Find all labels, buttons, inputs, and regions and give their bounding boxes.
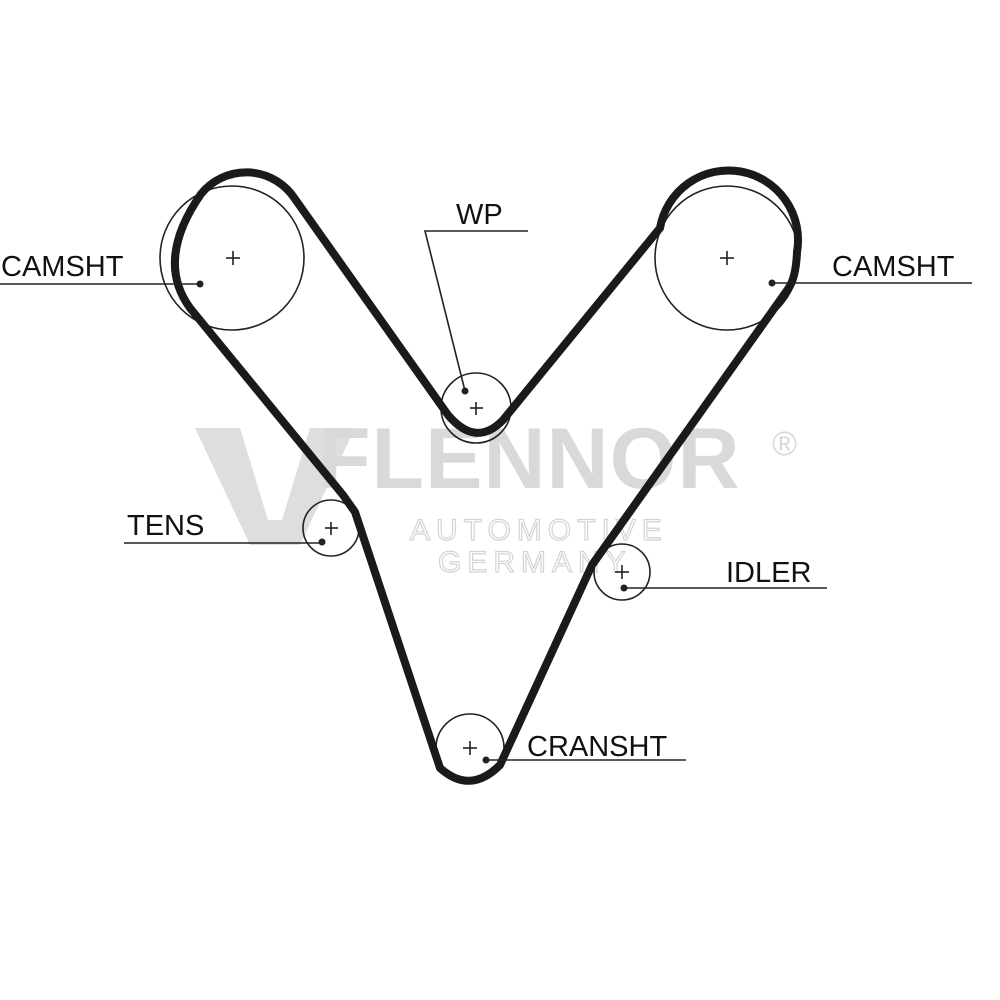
watermark-registered-mark: ®: [772, 425, 797, 463]
pulley-camshaft-left: [159, 185, 305, 331]
timing-belt: [170, 166, 803, 785]
leader-water-pump: [423, 230, 528, 392]
pulley-idler: [593, 543, 651, 601]
label-camshaft-left: CAMSHT: [1, 251, 124, 283]
leader-lines: [0, 230, 972, 761]
label-idler: IDLER: [726, 557, 811, 589]
label-camshaft-right: CAMSHT: [832, 251, 955, 283]
label-water-pump: WP: [456, 199, 503, 231]
label-crankshaft: CRANSHT: [527, 731, 667, 763]
label-tensioner: TENS: [127, 510, 204, 542]
watermark-brand: FLENNOR: [318, 411, 741, 507]
